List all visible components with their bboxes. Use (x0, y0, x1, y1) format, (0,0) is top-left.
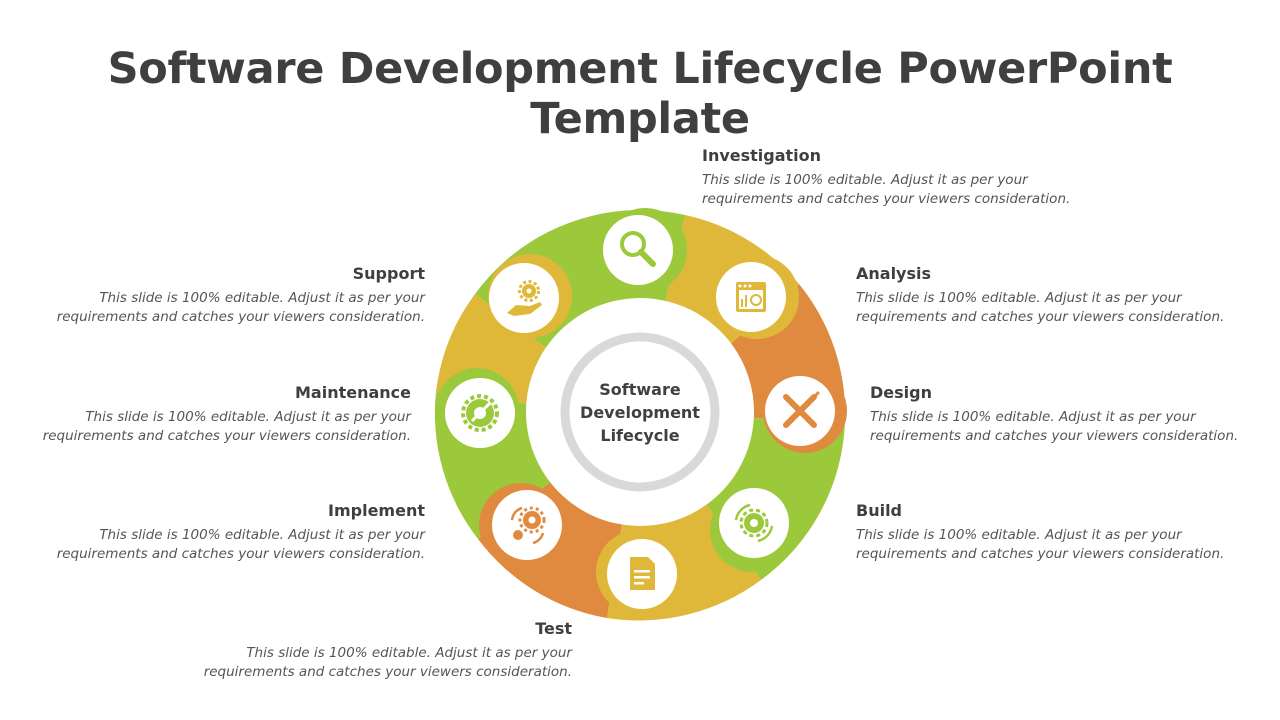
document-icon (630, 557, 655, 590)
stage-build-text: Build This slide is 100% editable. Adjus… (856, 501, 1236, 564)
stage-test-description: This slide is 100% editable. Adjust it a… (203, 645, 572, 680)
stage-analysis-text: Analysis This slide is 100% editable. Ad… (856, 264, 1236, 327)
gear-wrench-icon (461, 394, 499, 432)
stage-design-node (763, 369, 847, 453)
center-hub (526, 298, 754, 526)
stage-maintenance-title: Maintenance (294, 383, 411, 402)
stage-test-text: Test This slide is 100% editable. Adjust… (192, 619, 572, 682)
stage-support-description: This slide is 100% editable. Adjust it a… (56, 290, 425, 325)
center-label-line3: Lifecycle (600, 426, 680, 445)
gears-arrows-icon (510, 506, 546, 545)
stage-test-node (596, 530, 680, 614)
stage-maintenance-description: This slide is 100% editable. Adjust it a… (42, 409, 411, 444)
stage-investigation-description: This slide is 100% editable. Adjust it a… (702, 172, 1071, 207)
stage-build-node (710, 488, 794, 572)
stage-analysis-description: This slide is 100% editable. Adjust it a… (856, 290, 1225, 325)
stage-maintenance-text: Maintenance This slide is 100% editable.… (31, 383, 411, 446)
stage-support-title: Support (352, 264, 425, 283)
stage-design-text: Design This slide is 100% editable. Adju… (870, 383, 1250, 446)
center-label-line1: Software (599, 380, 681, 399)
center-label: Software Development Lifecycle (570, 378, 710, 447)
stage-build-description: This slide is 100% editable. Adjust it a… (856, 527, 1225, 562)
stage-implement-text: Implement This slide is 100% editable. A… (45, 501, 425, 564)
stage-support-text: Support This slide is 100% editable. Adj… (45, 264, 425, 327)
pencil-ruler-icon (783, 391, 820, 428)
stage-investigation-title: Investigation (702, 146, 822, 165)
page-title: Software Development Lifecycle PowerPoin… (107, 44, 1173, 144)
stage-design-title: Design (870, 383, 932, 402)
stage-investigation-text: Investigation This slide is 100% editabl… (702, 146, 1082, 209)
magnifier-icon (620, 231, 656, 267)
stage-implement-node (479, 483, 563, 567)
stage-support-node (488, 254, 572, 338)
gear-cycle-icon (734, 503, 774, 543)
stage-design-description: This slide is 100% editable. Adjust it a… (870, 409, 1239, 444)
hand-gear-icon (507, 280, 542, 316)
stage-implement-description: This slide is 100% editable. Adjust it a… (56, 527, 425, 562)
stage-maintenance-node (435, 368, 519, 452)
stage-test-title: Test (535, 619, 572, 638)
stage-analysis-title: Analysis (856, 264, 932, 283)
stage-investigation-node (603, 208, 687, 292)
browser-chart-icon (736, 282, 766, 312)
center-label-line2: Development (580, 403, 700, 422)
stage-analysis-node (715, 255, 799, 339)
center-ring (560, 332, 720, 492)
stage-implement-title: Implement (328, 501, 425, 520)
stage-build-title: Build (856, 501, 903, 520)
